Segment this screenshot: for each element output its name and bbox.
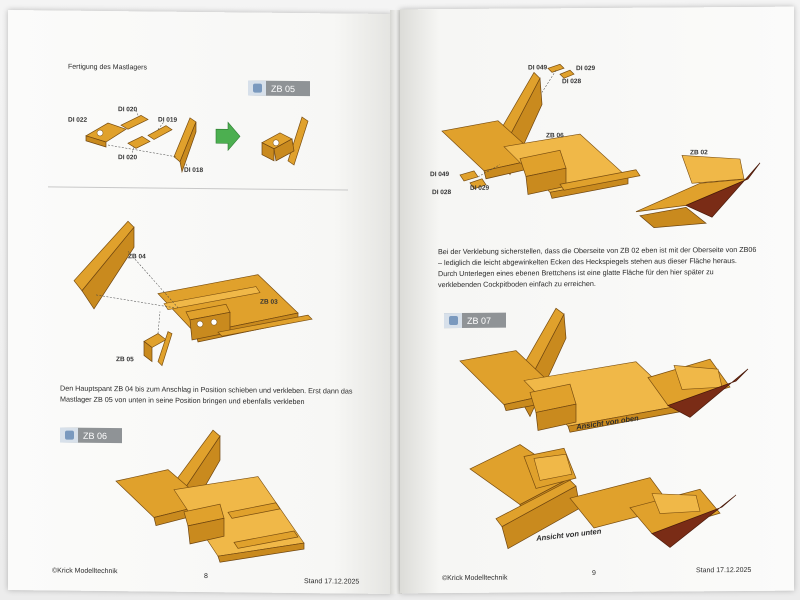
badge-zb06-label: ZB 06 [83, 430, 108, 441]
assembly-instruction: Den Hauptspant ZB 04 bis zum Anschlag in… [60, 383, 353, 407]
footer-copyright-left: ©Krick Modelltechnik [52, 567, 118, 576]
puzzle-icon [444, 312, 462, 329]
zb06-zb02-assembly-diagram [441, 63, 761, 228]
zb07-top-view-diagram [459, 307, 749, 433]
left-page: Fertigung des Mastlagers DI 022 [8, 9, 392, 595]
caption-bottom-view: Ansicht von unten [535, 526, 602, 543]
footer-copyright-right: ©Krick Modelltechnik [442, 574, 508, 583]
footer-page-number-right: 9 [592, 570, 596, 578]
badge-zb07-label: ZB 07 [467, 315, 492, 326]
right-page: DI 049 DI 029 DI 028 ZB 06 ZB 02 DI 049 … [400, 6, 794, 594]
frame-assembly-diagram [73, 220, 313, 367]
book-spine [390, 10, 402, 594]
zb06-assembly-diagram [115, 429, 305, 563]
badge-zb06: ZB 06 [60, 427, 122, 444]
badge-zb07: ZB 07 [444, 312, 506, 329]
mast-bearing-exploded-diagram [85, 109, 309, 174]
green-arrow-icon [215, 121, 241, 152]
footer-date-right: Stand 17.12.2025 [696, 566, 752, 575]
label-zb03: ZB 03 [260, 298, 278, 306]
footer-page-number-left: 8 [204, 573, 208, 581]
footer-date-left: Stand 17.12.2025 [304, 578, 360, 586]
zb07-bottom-view-diagram [469, 444, 737, 550]
label-zb05: ZB 05 [116, 356, 134, 364]
label-zb04: ZB 04 [128, 253, 146, 261]
puzzle-icon [60, 427, 78, 443]
